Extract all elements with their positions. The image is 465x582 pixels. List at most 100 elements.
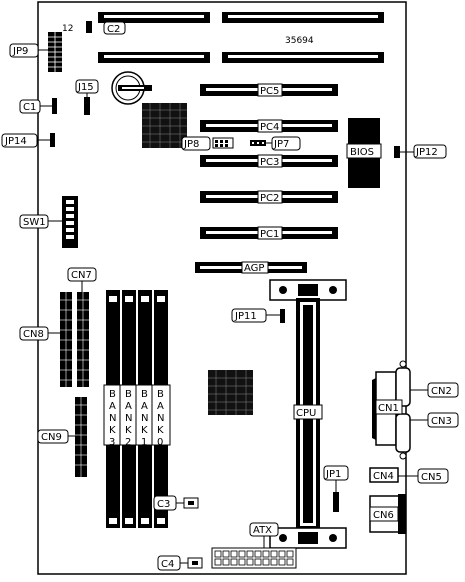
cn4-label: CN4: [373, 471, 394, 482]
bank2-label: B A N K 2: [125, 389, 132, 448]
cn3-label: CN3: [431, 416, 452, 427]
cpu-label-box: [293, 404, 323, 420]
bank0-label: B A N K 0: [157, 389, 164, 448]
pci-slot-pc1: PC1: [200, 226, 338, 240]
jp1-jumper: [333, 492, 339, 512]
pci-slot-label: PC3: [260, 157, 279, 168]
sw1-label: SW1: [23, 217, 46, 228]
agp-label: AGP: [244, 263, 264, 274]
cn9-label: CN9: [41, 432, 62, 443]
bank0-letter: 0: [157, 437, 163, 448]
dimm-bank-1: [135, 290, 155, 528]
bios-label: BIOS: [350, 147, 374, 158]
cn1-label-box: [375, 399, 403, 415]
atx-pins: [214, 550, 294, 566]
isa-slot-2-right-key: [228, 55, 378, 58]
bank0-letter: B: [157, 389, 164, 400]
c4-label: C4: [161, 559, 174, 570]
isa-slot-1-left-key: [104, 15, 204, 18]
jp11-jumper: [280, 309, 285, 323]
pci-slot-label: PC4: [260, 122, 279, 133]
pci-slot-pc2: PC2: [200, 190, 338, 204]
jp11-label: JP11: [234, 311, 257, 322]
atx-label: ATX: [253, 525, 272, 536]
jp12-callout: [413, 144, 447, 159]
bank3-letter: A: [109, 401, 116, 412]
jp12-label: JP12: [415, 147, 438, 158]
pci-slot-label: PC5: [260, 86, 279, 97]
pci-slot-pc3: PC3: [200, 154, 338, 168]
cn1-label: CN1: [378, 403, 399, 414]
chipset: [142, 103, 187, 148]
cn3-callout: [427, 412, 459, 428]
pin-marker-12: 12: [62, 24, 73, 34]
pci-slot-label: PC2: [260, 193, 279, 204]
battery-clip-slot: [122, 87, 144, 89]
cn7-pins: [77, 292, 89, 387]
c4-pin: [192, 561, 198, 565]
cn5-callout: [417, 468, 449, 484]
cpu-label: CPU: [296, 408, 316, 419]
bank1-letter: A: [141, 401, 148, 412]
dimm-bank-2: [119, 290, 139, 528]
jp1-label: JP1: [325, 469, 341, 480]
pci-slot-label: PC1: [260, 229, 279, 240]
pci-slot-pc4: PC4: [200, 119, 338, 133]
bank2-letter: N: [125, 413, 132, 424]
j15-label: J15: [77, 82, 94, 93]
jp14-label: JP14: [4, 136, 27, 147]
bank1-letter: B: [141, 389, 148, 400]
cn6-label-box: [369, 506, 399, 522]
c2-jumper: [86, 21, 92, 33]
bank2-letter: A: [125, 401, 132, 412]
board-model-number: 35694: [285, 36, 314, 46]
jp14-jumper: [50, 133, 55, 147]
southbridge-chip: [208, 370, 253, 415]
southbridge-hatch: [208, 370, 253, 415]
c1-label: C1: [23, 102, 36, 113]
jp7-callout: [271, 136, 301, 151]
bank1-letter: K: [141, 425, 148, 436]
jp7-pins: [252, 142, 264, 144]
bank3-letter: K: [109, 425, 116, 436]
jp8-label: JP8: [183, 139, 199, 150]
bank0-letter: K: [157, 425, 164, 436]
c3-pin: [188, 501, 194, 505]
bank2-letter: 2: [125, 437, 131, 448]
cn4-connector: [369, 467, 399, 483]
bank1-label: B A N K 1: [141, 389, 148, 448]
bank3-label: B A N K 3: [109, 389, 116, 448]
c2-label: C2: [107, 24, 120, 35]
cn8-pins: [60, 292, 72, 387]
cn2-callout: [427, 382, 459, 398]
chipset-hatch: [142, 103, 187, 148]
cn7-label: CN7: [71, 270, 92, 281]
dimm-bank-0: [151, 290, 171, 528]
jp8-callout: [181, 136, 211, 151]
cn2-label: CN2: [431, 386, 452, 397]
bank2-letter: B: [125, 389, 132, 400]
isa-slot-2-left-key: [104, 55, 204, 58]
jp9-pins: [48, 32, 62, 72]
c3-label: C3: [157, 499, 170, 510]
bank3-letter: B: [109, 389, 116, 400]
cn5-label: CN5: [421, 472, 442, 483]
bank0-letter: N: [157, 413, 164, 424]
jp7-label: JP7: [273, 139, 289, 150]
bank1-letter: N: [141, 413, 148, 424]
j15-jumper: [84, 97, 90, 115]
bank3-letter: 3: [109, 437, 115, 448]
dimm-bank-3: [103, 290, 123, 528]
agp-label-box: [241, 261, 269, 274]
cn8-label: CN8: [23, 329, 44, 340]
sw1-switches: [66, 200, 74, 239]
cn6-shell: [398, 494, 406, 534]
bank0-letter: A: [157, 401, 164, 412]
bios-label-box: [346, 143, 382, 159]
c2-callout: [103, 21, 126, 35]
cn6-label: CN6: [373, 510, 394, 521]
jp12-jumper: [394, 146, 400, 158]
pci-slot-pc5: PC5: [200, 83, 338, 97]
